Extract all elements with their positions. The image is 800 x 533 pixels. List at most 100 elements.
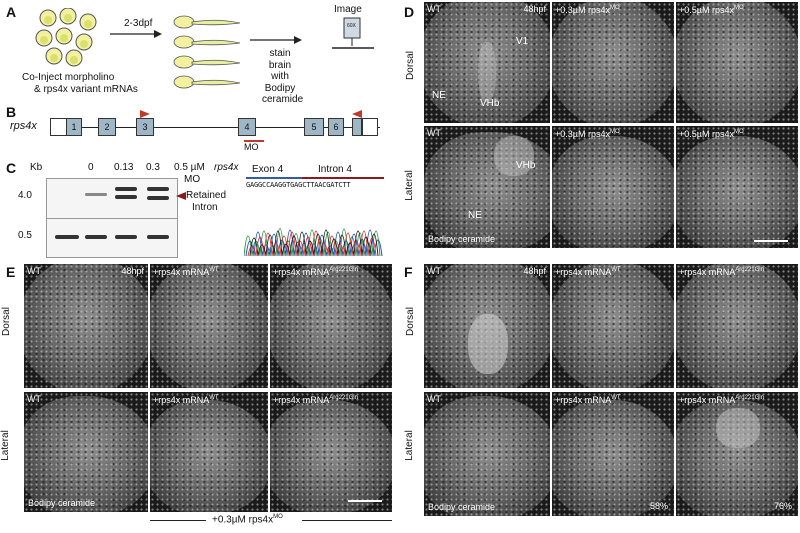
arrow-icon — [250, 36, 302, 44]
embryo-cluster-illustration — [35, 8, 97, 67]
micrograph-e-mrnawt-dorsal: +rps4x mRNAWT — [150, 264, 268, 388]
label-mrna-mut: +rps4x mRNAArg221Gln — [679, 395, 764, 405]
dorsal-label-e: Dorsal — [0, 307, 12, 336]
percent-label: 76% — [773, 501, 792, 512]
chromatogram — [244, 228, 383, 257]
scale-bar — [754, 240, 788, 242]
larvae-illustration — [173, 15, 241, 89]
footer-line-right — [302, 520, 392, 521]
dose-0: 0 — [88, 162, 94, 173]
inject-label: Co-Inject morpholino — [22, 72, 115, 83]
gel-band — [115, 187, 137, 191]
stain-line-3: Bodipy — [264, 82, 296, 94]
footer-label: +0.3µM rps4xMO — [212, 514, 283, 526]
size-marker-top: 4.0 — [18, 190, 32, 201]
label-bodipy: Bodipy ceramide — [428, 502, 496, 513]
microscope-icon — [332, 17, 374, 49]
gel-band — [147, 187, 169, 191]
label-mrna-mut: +rps4x mRNAArg221Gln — [679, 267, 764, 277]
panel-label-f: F — [404, 264, 413, 280]
label-mrna-wt: +rps4x mRNAWT — [555, 395, 621, 405]
arrow-icon — [110, 30, 162, 38]
gel-band — [85, 235, 107, 239]
lateral-label-f: Lateral — [403, 430, 415, 461]
sequence-text: GAGGCCAAGGTGAGCTTAACGATCTT — [246, 181, 351, 189]
gel-band — [147, 196, 169, 200]
stain-label: stain brain with Bodipy ceramide — [262, 48, 304, 106]
label-wt: WT — [27, 394, 41, 404]
label-mo05: +0.5µM rps4xMO — [679, 5, 744, 15]
label-wt: WT — [427, 266, 441, 276]
size-marker-bottom: 0.5 — [18, 230, 32, 241]
objective-label: 60X — [347, 23, 356, 29]
micrograph-f-mrnawt-dorsal: +rps4x mRNAWT — [552, 264, 674, 388]
intron4-label: Intron 4 — [318, 164, 352, 175]
label-mo03: +0.3µM rps4xMO — [555, 5, 620, 15]
label-mrna-wt: +rps4x mRNAWT — [153, 267, 219, 277]
gene-line — [50, 127, 380, 128]
panel-label-a: A — [6, 4, 17, 20]
micrograph-e-mrnawt-lateral: +rps4x mRNAWT — [150, 392, 268, 512]
micrograph-f-wt-lateral: WT Bodipy ceramide — [424, 392, 550, 516]
dorsal-label-d: Dorsal — [404, 51, 416, 80]
panel-label-e: E — [6, 264, 16, 280]
micrograph-e-wt-dorsal: WT 48hpf — [24, 264, 148, 388]
gel-bottom — [46, 218, 178, 258]
mo-label: MO — [244, 142, 259, 152]
label-mrna-wt: +rps4x mRNAWT — [153, 395, 219, 405]
label-bodipy: Bodipy ceramide — [428, 234, 496, 245]
morpholino-target-line — [244, 140, 264, 142]
kb-label: Kb — [30, 162, 43, 173]
exon-7 — [352, 118, 362, 136]
exon-4: 4 — [238, 118, 256, 136]
label-wt: WT — [427, 128, 441, 138]
gene-label: rps4x — [10, 120, 37, 132]
gel-band — [115, 235, 137, 239]
exon4-label: Exon 4 — [252, 164, 284, 175]
label-ne: NE — [468, 210, 482, 221]
primer-forward-icon — [140, 110, 150, 118]
label-vhb: VHb — [480, 98, 500, 109]
micrograph-f-mrnamut-dorsal: +rps4x mRNAArg221Gln — [676, 264, 798, 388]
percent-label: 58% — [649, 501, 668, 512]
gel-top — [46, 178, 178, 220]
micrograph-f-mrnamut-lateral: +rps4x mRNAArg221Gln 76% — [676, 392, 798, 516]
time-label: 2-3dpf — [124, 18, 153, 29]
dose-05: 0.5 µM — [174, 162, 205, 173]
label-ne: NE — [432, 90, 446, 101]
micrograph-d-wt-dorsal: WT 48hpf V1 NE VHb — [424, 2, 550, 123]
stain-line-2: brain with — [268, 59, 292, 83]
retained-arrow-icon — [176, 192, 186, 200]
label-mo03: +0.3µM rps4xMO — [555, 129, 620, 139]
dose-gene: rps4x — [214, 162, 239, 173]
exon-6: 6 — [328, 118, 344, 136]
panel-label-b: B — [6, 104, 17, 120]
micrograph-f-mrnawt-lateral: +rps4x mRNAWT 58% — [552, 392, 674, 516]
footer-line-left — [150, 520, 206, 521]
label-48hpf: 48hpf — [523, 4, 546, 14]
exon-3: 3 — [136, 118, 154, 136]
micrograph-d-mo03-dorsal: +0.3µM rps4xMO — [552, 2, 674, 123]
intron-label: Intron — [192, 202, 218, 213]
label-wt: WT — [427, 394, 441, 404]
gel-band — [115, 195, 137, 199]
label-48hpf: 48hpf — [523, 266, 546, 276]
lateral-label-d: Lateral — [403, 170, 415, 201]
exon-1: 1 — [66, 118, 82, 136]
label-mo05: +0.5µM rps4xMO — [679, 129, 744, 139]
stain-line-4: ceramide — [262, 94, 304, 105]
stain-line-1: stain — [269, 48, 291, 59]
micrograph-d-mo03-lateral: +0.3µM rps4xMO — [552, 126, 674, 248]
label-mrna-mut: +rps4x mRNAArg221Gln — [273, 267, 358, 277]
primer-reverse-icon — [352, 110, 362, 118]
scale-bar — [348, 500, 382, 502]
panel-label-c: C — [6, 160, 17, 176]
panel-label-d: D — [404, 4, 415, 20]
micrograph-d-mo05-lateral: +0.5µM rps4xMO — [676, 126, 798, 248]
intron-bar — [302, 177, 384, 179]
dose-03: 0.3 — [146, 162, 160, 173]
exon-utr-3 — [362, 118, 378, 136]
micrograph-e-mrnamut-dorsal: +rps4x mRNAArg221Gln — [270, 264, 392, 388]
label-wt: WT — [427, 4, 441, 14]
exon-2: 2 — [98, 118, 116, 136]
